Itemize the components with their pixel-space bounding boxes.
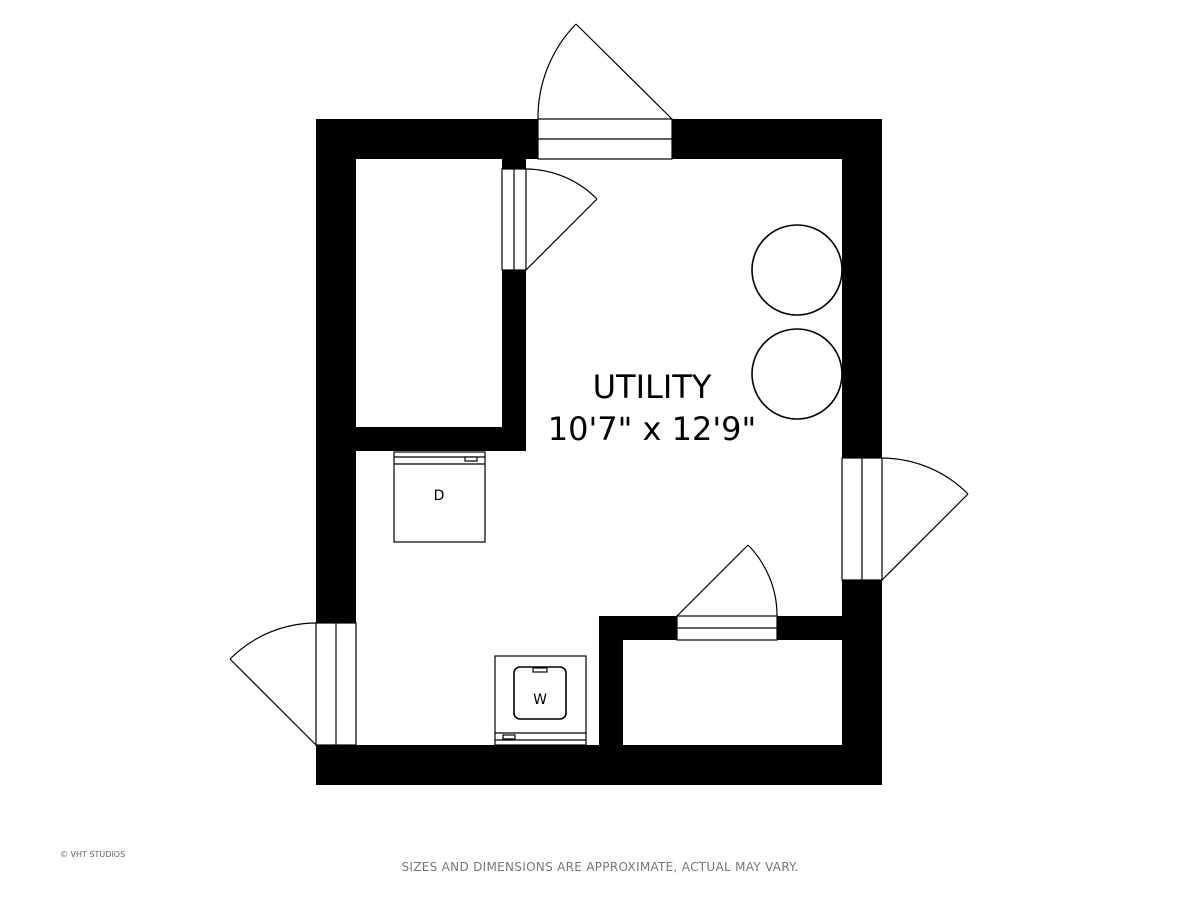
- dryer: D: [393, 451, 486, 543]
- disclaimer-text: SIZES AND DIMENSIONS ARE APPROXIMATE, AC…: [401, 860, 799, 874]
- wall-left-upper: [316, 119, 356, 623]
- copyright-credit: © VHT STUDIOS: [60, 850, 126, 859]
- washer-control: [502, 734, 516, 740]
- tanks: [751, 224, 843, 420]
- dryer-label: D: [434, 488, 445, 504]
- room-dimensions: 10'7" x 12'9": [548, 410, 756, 448]
- washer: W: [494, 655, 587, 746]
- room-name: UTILITY: [593, 368, 712, 406]
- door-closet: [501, 168, 598, 271]
- washer-label: W: [533, 692, 547, 708]
- washer-lid-handle: [532, 667, 548, 673]
- closet-partition-lower: [502, 270, 526, 451]
- tank-upper: [751, 224, 843, 316]
- dryer-body: [393, 451, 486, 543]
- small-room-left-wall: [599, 616, 623, 785]
- wall-right-lower: [842, 580, 882, 785]
- tank-lower: [751, 328, 843, 420]
- doors: [229, 23, 969, 746]
- door-small-room: [676, 544, 778, 641]
- small-room-top-left: [599, 616, 677, 640]
- closet-partition-top: [502, 119, 526, 169]
- closet-bottom-wall: [316, 427, 526, 451]
- interior-walls: [316, 119, 882, 785]
- wall-right-upper: [842, 119, 882, 458]
- door-top: [537, 23, 673, 160]
- small-room-top-right: [777, 616, 882, 640]
- washer-lid: [513, 666, 567, 720]
- door-left: [229, 622, 357, 746]
- door-right: [841, 457, 969, 581]
- dryer-control: [464, 456, 478, 462]
